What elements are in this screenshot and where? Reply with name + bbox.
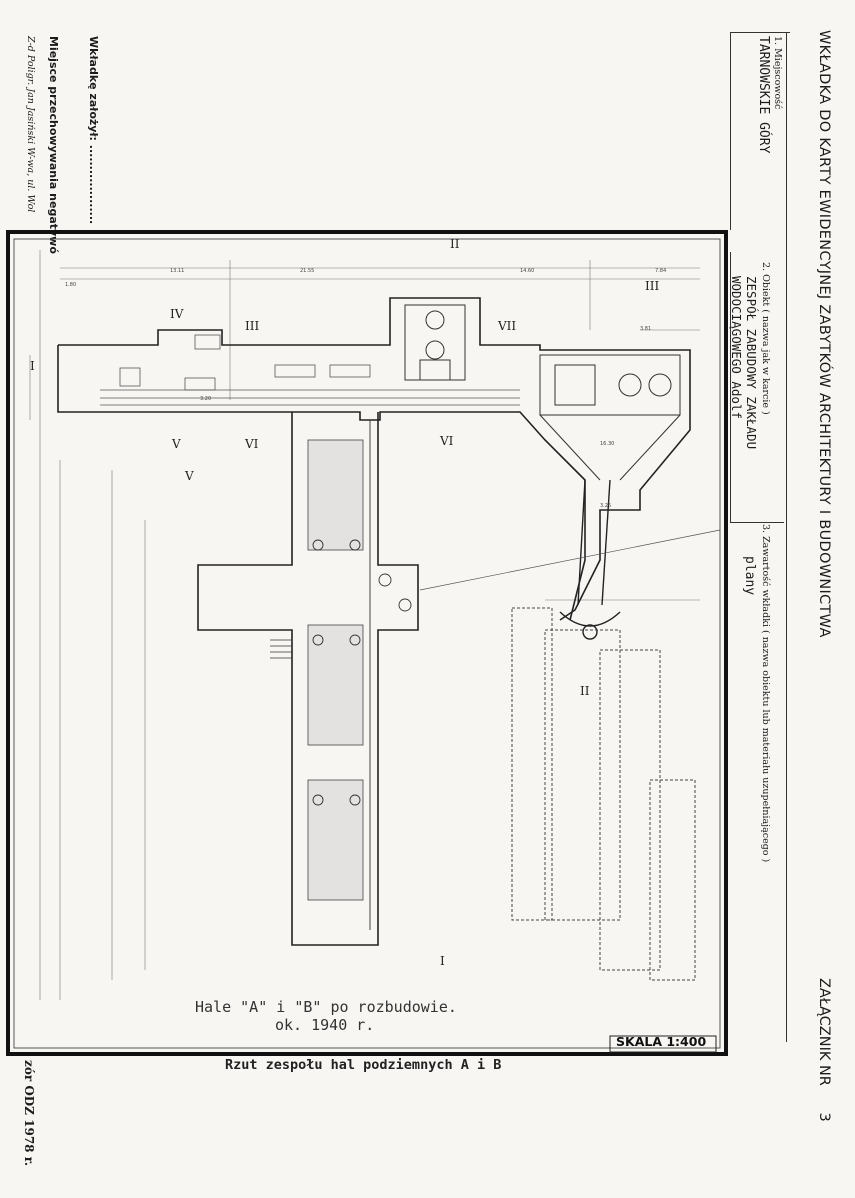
drawing-caption-line1: Hale "A" i "B" po rozbudowie. (195, 998, 457, 1016)
svg-text:III: III (245, 319, 259, 333)
svg-text:7.84: 7.84 (655, 268, 666, 274)
svg-text:IV: IV (170, 307, 184, 321)
svg-text:3.81: 3.81 (640, 326, 651, 332)
drawing-frame-inner (13, 238, 721, 1049)
stairs (270, 639, 292, 659)
svg-text:VII: VII (497, 319, 516, 333)
form-divider-vertical (730, 32, 731, 230)
form-divider-vertical-2 (730, 252, 731, 522)
svg-text:VI: VI (244, 437, 259, 451)
svg-text:16.30: 16.30 (600, 441, 614, 447)
drawing-scale: SKALA 1:400 (616, 1034, 707, 1049)
svg-text:V: V (171, 437, 181, 451)
drawing-subtitle: Rzut zespołu hal podziemnych A i B (225, 1057, 502, 1073)
shaft (559, 479, 621, 640)
svg-text:V: V (184, 469, 194, 483)
hall-b-chambers (307, 439, 364, 901)
form-divider-mid (730, 522, 784, 523)
svg-text:14.60: 14.60 (520, 268, 534, 274)
form-divider-top (730, 32, 790, 33)
section-marks: II IV III I V VI VII III VI II I V (30, 237, 659, 968)
hall-a-outline (57, 297, 691, 621)
machine-hall-right (539, 354, 681, 481)
dimension-lines (29, 250, 700, 1000)
svg-text:21.55: 21.55 (300, 268, 314, 274)
drawing-caption-line2: ok. 1940 r. (275, 1016, 375, 1034)
drawing-frame (6, 230, 728, 1056)
svg-text:I: I (440, 954, 445, 968)
svg-text:III: III (645, 279, 659, 293)
hall-b-equipment (312, 420, 412, 930)
svg-text:II: II (580, 684, 590, 698)
svg-text:I: I (30, 359, 35, 373)
svg-text:VI: VI (439, 434, 454, 448)
pump-room (404, 304, 466, 381)
scale-box (609, 1035, 717, 1053)
old-galleries (511, 607, 696, 981)
cross-section-line (419, 529, 721, 591)
svg-text:1.80: 1.80 (65, 282, 76, 288)
svg-text:II: II (450, 237, 460, 251)
form-border-right (786, 32, 787, 1042)
svg-text:3.20: 3.20 (200, 396, 211, 402)
svg-text:3.25: 3.25 (600, 503, 611, 509)
hall-b-outline (197, 412, 419, 946)
svg-text:13.11: 13.11 (170, 268, 184, 274)
hall-a-inner (100, 334, 520, 406)
dimension-numbers: 1.80 13.11 21.55 14.60 7.84 3.81 16.30 3… (65, 268, 666, 509)
